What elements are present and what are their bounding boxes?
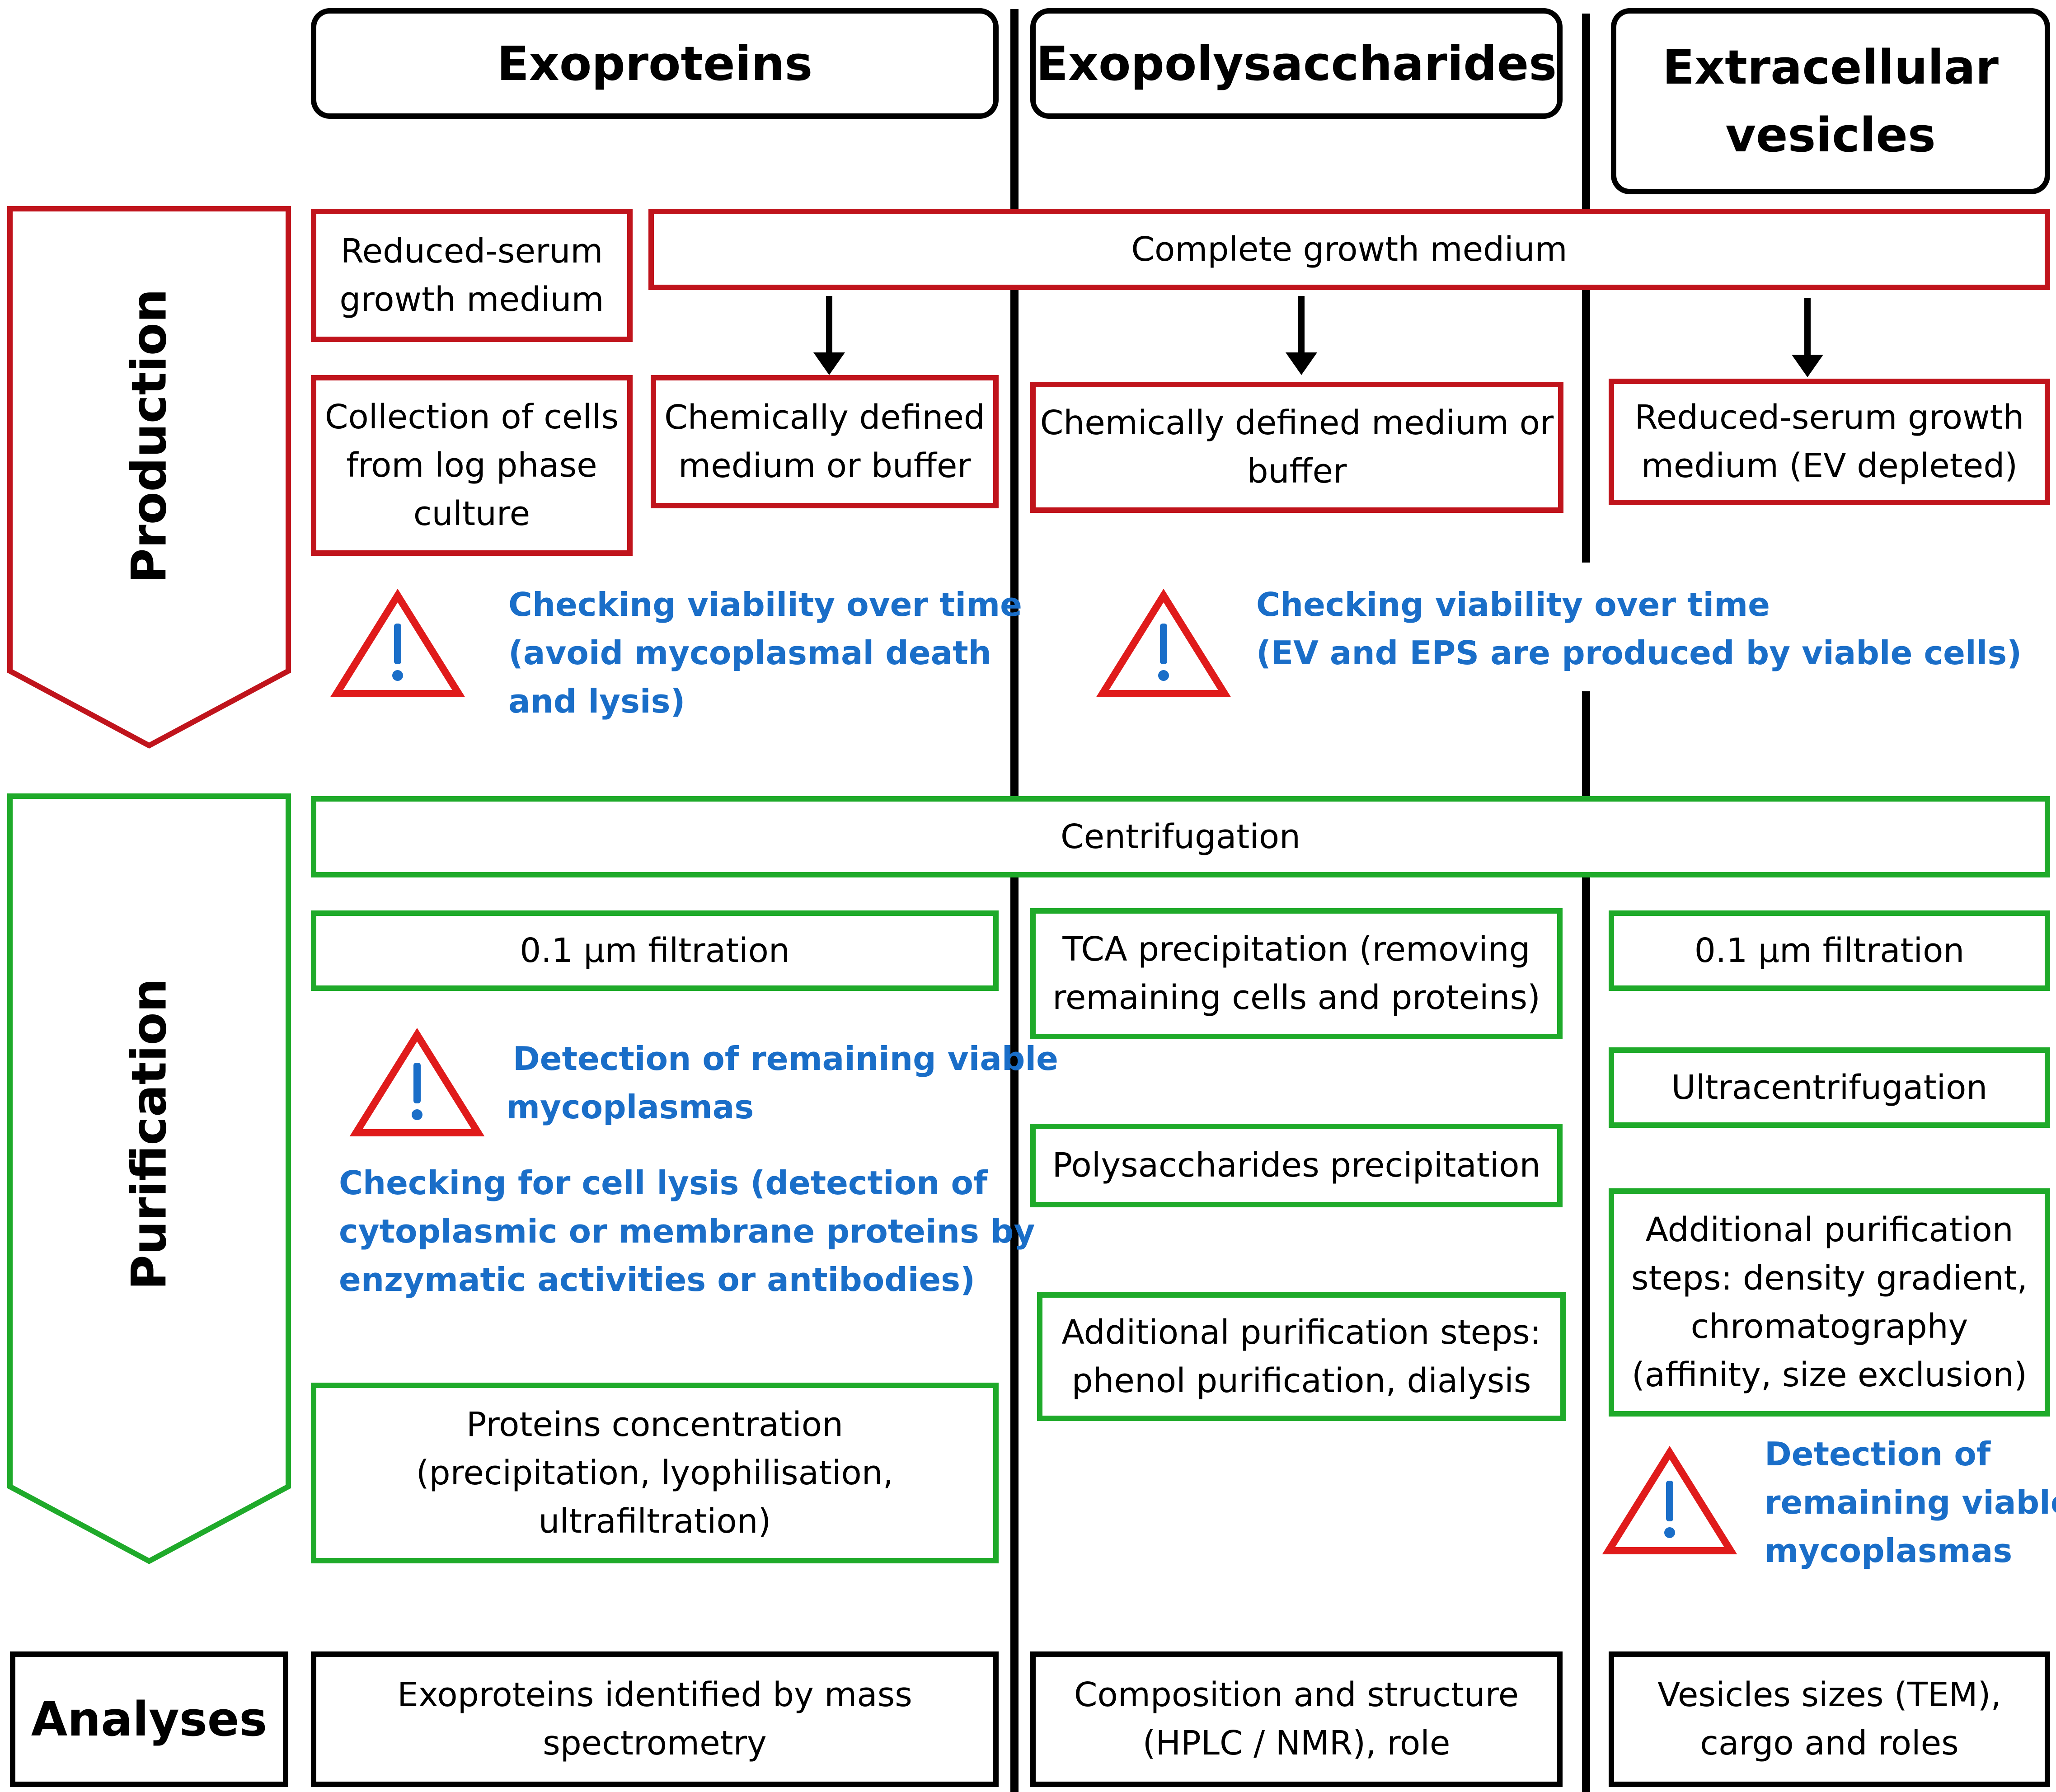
box-tca-precipitation: TCA precipitation (removing remaining ce…: [1030, 908, 1563, 1039]
box-text-line: medium or buffer: [678, 446, 971, 485]
note-line: Checking viability over time: [1256, 586, 1770, 624]
box-analyses-ev: Vesicles sizes (TEM), cargo and roles: [1609, 1651, 2050, 1787]
box-complete-growth-medium: Complete growth medium: [648, 209, 2050, 290]
arrow-down-icon: [1792, 298, 1823, 377]
stage-label-production: Production: [121, 288, 177, 584]
box-text-line: Additional purification: [1645, 1210, 2014, 1249]
box-text-line: Polysaccharides precipitation: [1052, 1146, 1541, 1185]
note-line: mycoplasmas: [506, 1088, 754, 1126]
box-text-line: Reduced-serum growth: [1634, 398, 2024, 437]
note-line: (EV and EPS are produced by viable cells…: [1256, 634, 2022, 672]
box-text-line: Centrifugation: [1060, 817, 1301, 856]
purification-chevron: [7, 793, 291, 1564]
box-text-line: spectrometry: [543, 1724, 767, 1763]
box-chemically-defined-eps: Chemically defined medium or buffer: [1030, 382, 1563, 513]
stage-label-purification: Purification: [121, 978, 177, 1290]
box-proteins-concentration: Proteins concentration (precipitation, l…: [311, 1383, 999, 1563]
box-text-line: (affinity, size exclusion): [1631, 1355, 2028, 1394]
note-line: Detection of: [1765, 1435, 1991, 1473]
box-collection-of-cells: Collection of cells from log phase cultu…: [311, 375, 633, 556]
box-text-line: culture: [413, 494, 530, 533]
note-line: remaining viable: [1765, 1483, 2056, 1521]
box-text-line: remaining cells and proteins): [1052, 978, 1540, 1017]
box-text-line: Vesicles sizes (TEM),: [1657, 1675, 2001, 1714]
box-ultracentrifugation: Ultracentrifugation: [1609, 1047, 2050, 1128]
box-text-line: chromatography: [1690, 1307, 1968, 1346]
warning-icon: [1602, 1445, 1737, 1554]
note-line: mycoplasmas: [1765, 1532, 2013, 1570]
box-text-line: Additional purification steps:: [1061, 1313, 1541, 1352]
box-filtration-exo: 0.1 µm filtration: [311, 910, 999, 991]
header-extracellular-vesicles: Extracellular vesicles: [1611, 8, 2050, 194]
note-remaining-viable-ev: Detection of remaining viable mycoplasma…: [1765, 1430, 2056, 1575]
box-additional-purification-ev: Additional purification steps: density g…: [1609, 1188, 2050, 1417]
box-text-line: Ultracentrifugation: [1671, 1068, 1988, 1107]
arrow-down-icon: [1286, 296, 1317, 375]
note-cell-lysis: Checking for cell lysis (detection of cy…: [339, 1159, 1035, 1304]
box-text-line: Proteins concentration: [466, 1405, 843, 1444]
box-analyses-exo: Exoproteins identified by mass spectrome…: [311, 1651, 999, 1787]
box-text-line: Composition and structure: [1074, 1675, 1519, 1714]
header-exoproteins-label: Exoproteins: [497, 36, 813, 91]
analyses-label: Analyses: [31, 1692, 268, 1747]
box-text-line: (precipitation, lyophilisation,: [416, 1453, 894, 1492]
box-text-line: Chemically defined medium or: [1040, 403, 1554, 442]
header-ev-line-1: Extracellular: [1662, 40, 1999, 95]
header-exopolysaccharides-label: Exopolysaccharides: [1036, 36, 1557, 91]
box-filtration-ev: 0.1 µm filtration: [1609, 910, 2050, 991]
note-viability-exo: Checking viability over time (avoid myco…: [508, 581, 1022, 726]
box-text-line: Complete growth medium: [1131, 230, 1568, 269]
warning-icon: [349, 1027, 485, 1136]
note-line: cytoplasmic or membrane proteins by: [339, 1212, 1035, 1250]
note-line: and lysis): [508, 682, 685, 720]
box-text-line: growth medium: [339, 280, 604, 319]
note-line: enzymatic activities or antibodies): [339, 1261, 976, 1299]
production-chevron: [7, 206, 291, 749]
box-text-line: 0.1 µm filtration: [520, 931, 790, 970]
box-text-line: steps: density gradient,: [1631, 1258, 2028, 1298]
note-line: Checking for cell lysis (detection of: [339, 1164, 988, 1202]
header-exopolysaccharides: Exopolysaccharides: [1030, 8, 1563, 119]
box-text-line: Reduced-serum: [340, 231, 603, 271]
box-centrifugation: Centrifugation: [311, 796, 2050, 877]
stage-label-analyses: Analyses: [10, 1651, 288, 1787]
note-line: Detection of remaining viable: [513, 1040, 1058, 1078]
box-text-line: (HPLC / NMR), role: [1142, 1724, 1450, 1763]
note-viability-eps-ev: Checking viability over time (EV and EPS…: [1256, 581, 2022, 677]
box-text-line: 0.1 µm filtration: [1694, 931, 1965, 970]
header-ev-line-2: vesicles: [1725, 108, 1936, 163]
note-line: Checking viability over time: [508, 586, 1022, 624]
box-text-line: medium (EV depleted): [1641, 446, 2018, 485]
box-additional-purification-eps: Additional purification steps: phenol pu…: [1037, 1292, 1566, 1421]
box-text-line: from log phase: [346, 446, 597, 485]
note-line: (avoid mycoplasmal death: [508, 634, 991, 672]
box-chemically-defined-exo: Chemically defined medium or buffer: [651, 375, 999, 508]
box-text-line: cargo and roles: [1700, 1724, 1959, 1763]
box-text-line: TCA precipitation (removing: [1062, 930, 1530, 969]
box-text-line: ultrafiltration): [538, 1501, 771, 1541]
warning-icon: [1096, 588, 1231, 697]
box-analyses-eps: Composition and structure (HPLC / NMR), …: [1030, 1651, 1563, 1787]
note-remaining-viable-exo: Detection of remaining viable mycoplasma…: [506, 1035, 1058, 1131]
arrow-down-icon: [813, 296, 845, 375]
box-text-line: Exoproteins identified by mass: [397, 1675, 912, 1714]
box-reduced-serum-medium: Reduced-serum growth medium: [311, 209, 633, 342]
box-reduced-serum-ev: Reduced-serum growth medium (EV depleted…: [1609, 379, 2050, 505]
box-text-line: buffer: [1247, 452, 1347, 491]
box-text-line: phenol purification, dialysis: [1071, 1361, 1531, 1400]
box-text-line: Collection of cells: [324, 397, 619, 436]
box-polysaccharides-precipitation: Polysaccharides precipitation: [1030, 1124, 1563, 1207]
header-exoproteins: Exoproteins: [311, 8, 999, 119]
box-text-line: Chemically defined: [664, 398, 985, 437]
warning-icon: [330, 588, 465, 697]
